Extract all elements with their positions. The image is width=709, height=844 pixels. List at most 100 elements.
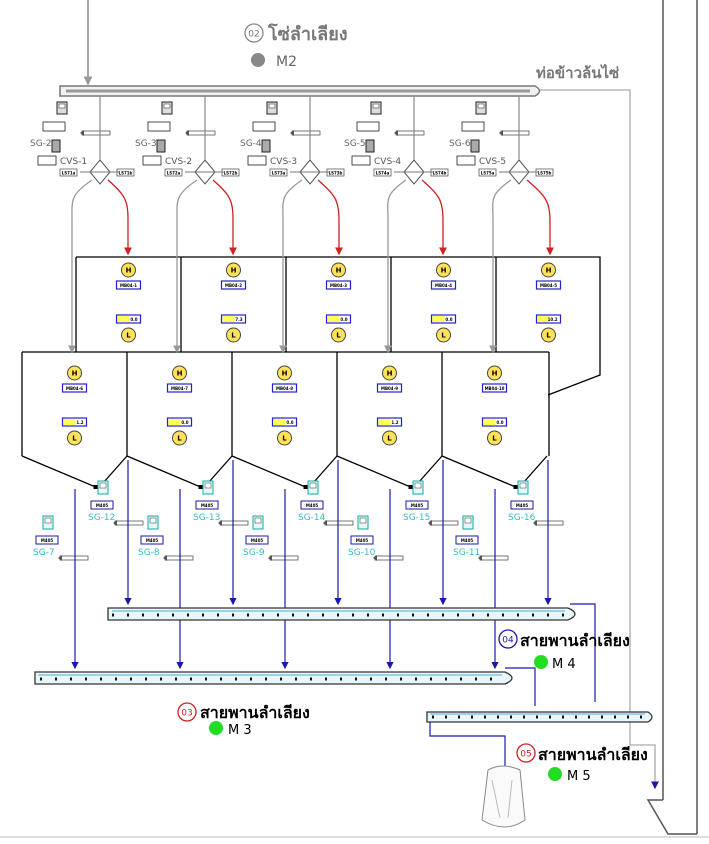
ls-label: LS71a (62, 171, 76, 176)
high-level-icon (331, 262, 346, 278)
low-level-icon (487, 430, 502, 446)
low-level-icon (436, 327, 451, 343)
gate-tag: M405 (306, 503, 319, 508)
high-level-tag: MB04-9 (381, 386, 398, 391)
ls-label: LS71b (119, 171, 133, 176)
low-level-icon (226, 327, 241, 343)
top-gate-label: SG-2 (30, 139, 52, 149)
high-level-letter: H (282, 370, 288, 378)
high-level-tag: MB04-6 (66, 386, 83, 391)
discharge-gates: M405SG-12M405SG-13M405SG-14M405SG-15M405… (33, 480, 564, 561)
gate-tag: M405 (146, 538, 159, 543)
high-level-tag: MB04-2 (225, 283, 242, 288)
low-level-icon (67, 430, 82, 446)
belt-conveyor-m5[interactable] (426, 711, 653, 723)
high-level-letter: H (546, 267, 552, 275)
bins-row-top: HMB04-10.0LHMB04-27.3LHMB04-30.0LHMB04-4… (75, 256, 601, 396)
m3-motor-lamp[interactable] (209, 721, 223, 735)
high-level-letter: H (231, 267, 237, 275)
level-value: 10.2 (548, 317, 558, 322)
level-value: 0.0 (340, 317, 347, 322)
transfer-lines (429, 603, 596, 790)
m4-motor-label: M 4 (552, 657, 576, 672)
ls-label: LS73a (272, 171, 286, 176)
belt-conveyor-m4[interactable] (107, 607, 576, 621)
m3-title: สายพานลำเลียง (200, 703, 310, 722)
low-level-letter: L (177, 435, 182, 443)
high-level-icon (436, 262, 451, 278)
gate-tag: M405 (356, 538, 369, 543)
m5-motor-label: M 5 (567, 769, 591, 784)
level-value: 1.2 (76, 420, 83, 425)
high-level-icon (226, 262, 241, 278)
high-level-letter: H (72, 370, 78, 378)
cvs-label: CVS-2 (165, 157, 192, 167)
ls-label: LS73b (329, 171, 343, 176)
m3-number: 03 (181, 709, 192, 719)
low-level-letter: L (336, 332, 341, 340)
low-level-icon (121, 327, 136, 343)
m5-motor-lamp[interactable] (548, 767, 562, 781)
feed-line-bottom (173, 179, 198, 354)
gate-label: SG-9 (243, 548, 265, 558)
feed-line-bottom (279, 179, 303, 354)
chain-conveyor-m2[interactable] (59, 85, 541, 97)
m5-number: 05 (520, 750, 531, 760)
high-level-icon (487, 365, 502, 381)
level-value: 0.0 (130, 317, 137, 322)
gate-label: SG-15 (403, 513, 430, 523)
top-gate-label: SG-5 (344, 139, 366, 149)
feed-line-top (421, 179, 447, 256)
gate-tag: M405 (461, 538, 474, 543)
m2-number-badge (244, 23, 264, 43)
m4-label: 04 สายพานลำเลียง M 4 (498, 629, 630, 672)
gate-label: SG-12 (88, 513, 115, 523)
m2-motor-lamp[interactable] (251, 53, 265, 67)
low-level-icon (541, 327, 556, 343)
feed-line-top (107, 179, 132, 256)
level-value: 0.0 (286, 420, 293, 425)
feed-line-top (212, 179, 237, 256)
high-level-icon (121, 262, 136, 278)
m4-motor-lamp[interactable] (534, 655, 548, 669)
gate-label: SG-14 (298, 513, 326, 523)
m2-header: 02 โซ่ลำเลียง M2 (244, 23, 348, 70)
level-value: 0.0 (445, 317, 452, 322)
gate-label: SG-8 (138, 548, 160, 558)
cvs-label: CVS-5 (479, 157, 506, 167)
belt-conveyor-m3[interactable] (34, 671, 513, 685)
gate-tag: M405 (201, 503, 214, 508)
gate-label: SG-7 (33, 548, 55, 558)
m2-number: 02 (248, 30, 259, 40)
low-level-letter: L (492, 435, 497, 443)
high-level-tag: MB04-3 (330, 283, 347, 288)
gate-label: SG-10 (348, 548, 376, 558)
